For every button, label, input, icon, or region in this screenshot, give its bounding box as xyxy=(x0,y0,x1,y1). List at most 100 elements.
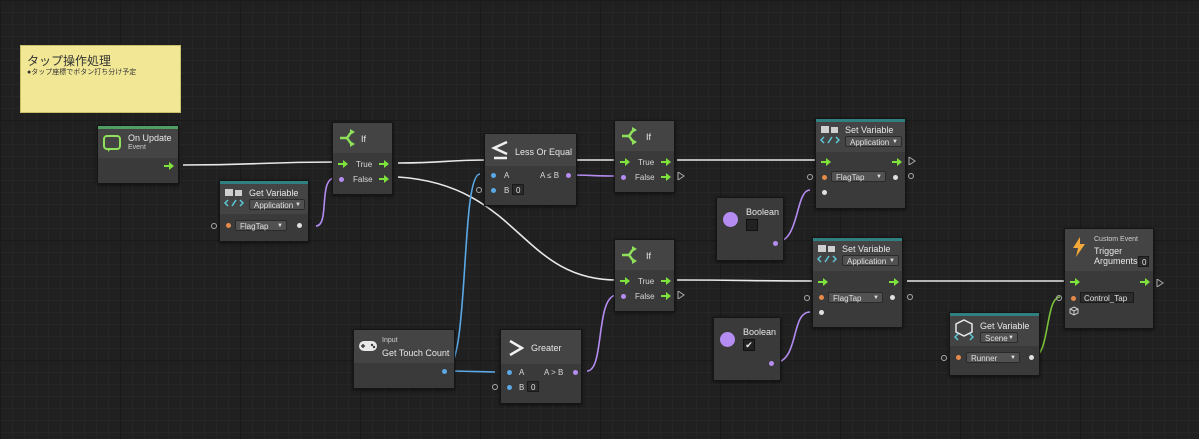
get-touch-count-node[interactable]: Input Get Touch Count xyxy=(353,329,455,389)
string-in-port[interactable] xyxy=(822,175,827,180)
false-label: False xyxy=(635,292,655,301)
unconnected-flow-out[interactable] xyxy=(1156,279,1166,287)
b-in-port[interactable] xyxy=(507,385,512,390)
true-label: True xyxy=(638,277,655,286)
a-in-port[interactable] xyxy=(507,370,512,375)
if-node[interactable]: If True False xyxy=(332,122,393,195)
condition-in-port[interactable] xyxy=(621,175,626,180)
b-value-field[interactable]: 0 xyxy=(527,381,539,392)
a-in-port[interactable] xyxy=(491,173,496,178)
less-or-equal-node[interactable]: Less Or Equal A B 0 A ≤ B xyxy=(476,133,577,206)
true-label: True xyxy=(356,160,373,169)
flow-in-port[interactable] xyxy=(1070,278,1080,286)
port-unconnected[interactable] xyxy=(907,294,913,300)
boolean-node[interactable]: Boolean xyxy=(716,197,784,261)
get-variable-node[interactable]: Get Variable Scene▼ Runner▼ xyxy=(941,312,1040,376)
boolean-icon xyxy=(720,332,735,347)
value-out-port[interactable] xyxy=(1029,355,1034,360)
node-title: Get Touch Count xyxy=(382,348,450,358)
flow-in-port[interactable] xyxy=(821,158,831,166)
variable-name-dropdown[interactable]: FlagTap▼ xyxy=(831,171,886,182)
true-out-port[interactable] xyxy=(379,160,389,168)
scope-dropdown[interactable]: Application▼ xyxy=(842,255,899,266)
port-unconnected[interactable] xyxy=(807,174,813,180)
unconnected-flow-out[interactable] xyxy=(908,157,918,165)
flow-out-port[interactable] xyxy=(1140,278,1150,286)
chevron-down-icon: ▼ xyxy=(889,258,895,264)
on-update-node[interactable]: On Update Event xyxy=(97,125,179,184)
scope-dropdown[interactable]: Application▼ xyxy=(845,136,902,147)
flow-in-port[interactable] xyxy=(818,278,828,286)
string-in-port[interactable] xyxy=(956,355,961,360)
value-out-port[interactable] xyxy=(893,175,898,180)
variable-icon xyxy=(224,189,244,207)
sticky-note[interactable]: タップ操作処理 ●タップ座標でボタン打ち分け予定 xyxy=(20,45,181,113)
port-unconnected[interactable] xyxy=(908,173,914,179)
condition-in-port[interactable] xyxy=(339,177,344,182)
chevron-down-icon: ▼ xyxy=(892,139,898,145)
port-unconnected[interactable] xyxy=(804,295,810,301)
flow-out-port[interactable] xyxy=(892,158,902,166)
value-in-port[interactable] xyxy=(822,190,827,195)
string-in-port[interactable] xyxy=(819,295,824,300)
false-out-port[interactable] xyxy=(661,173,671,181)
flow-wire xyxy=(182,161,338,166)
value-out-port[interactable] xyxy=(890,295,895,300)
result-out-port[interactable] xyxy=(566,173,571,178)
port-unconnected[interactable] xyxy=(211,223,217,229)
if-node[interactable]: If True False xyxy=(614,239,675,312)
flow-out-port[interactable] xyxy=(889,278,899,286)
flow-in-port[interactable] xyxy=(620,277,630,285)
node-title: Set Variable xyxy=(845,125,894,135)
port-unconnected[interactable] xyxy=(492,384,498,390)
variable-icon xyxy=(820,126,840,144)
variable-name-dropdown[interactable]: FlagTap▼ xyxy=(828,292,883,303)
condition-in-port[interactable] xyxy=(621,294,626,299)
string-in-port[interactable] xyxy=(1071,296,1076,301)
flow-in-port[interactable] xyxy=(338,160,348,168)
unconnected-flow-out[interactable] xyxy=(677,172,687,180)
result-out-port[interactable] xyxy=(573,370,578,375)
port-unconnected[interactable] xyxy=(941,355,947,361)
value-out-port[interactable] xyxy=(773,241,778,246)
false-out-port[interactable] xyxy=(661,292,671,300)
flow-in-port[interactable] xyxy=(620,158,630,166)
flow-wire xyxy=(676,279,817,282)
greater-node[interactable]: Greater A B 0 A > B xyxy=(492,329,582,404)
boolean-icon xyxy=(723,212,738,227)
get-variable-node[interactable]: Get Variable Application▼ FlagTap▼ xyxy=(211,180,309,242)
node-title: Get Variable xyxy=(980,321,1030,331)
true-out-port[interactable] xyxy=(661,158,671,166)
chevron-down-icon: ▼ xyxy=(277,223,283,229)
event-name-field[interactable]: Control_Tap xyxy=(1080,292,1134,303)
b-in-port[interactable] xyxy=(491,188,496,193)
b-label: B xyxy=(519,383,525,392)
flow-out-port[interactable] xyxy=(164,162,174,170)
value-in-port[interactable] xyxy=(819,310,824,315)
custom-event-trigger-node[interactable]: Custom Event Trigger Arguments 0 Control… xyxy=(1056,228,1154,329)
if-node[interactable]: If True False xyxy=(614,120,675,193)
port-unconnected[interactable] xyxy=(476,187,482,193)
arguments-count-field[interactable]: 0 xyxy=(1138,256,1149,267)
b-value-field[interactable]: 0 xyxy=(512,184,524,195)
node-title: Set Variable xyxy=(842,244,891,254)
b-label: B xyxy=(504,186,510,195)
unconnected-flow-out[interactable] xyxy=(677,291,687,299)
boolean-checkbox[interactable]: ✔ xyxy=(743,339,755,351)
scope-dropdown[interactable]: Scene▼ xyxy=(980,332,1018,343)
chevron-down-icon: ▼ xyxy=(1010,355,1016,361)
set-variable-node[interactable]: Set Variable Application▼ FlagTap▼ xyxy=(804,237,903,328)
value-out-port[interactable] xyxy=(769,361,774,366)
variable-name-dropdown[interactable]: Runner▼ xyxy=(966,352,1020,363)
variable-name-dropdown[interactable]: FlagTap▼ xyxy=(235,220,287,231)
string-in-port[interactable] xyxy=(226,223,231,228)
false-out-port[interactable] xyxy=(379,175,389,183)
port-unconnected[interactable] xyxy=(1056,295,1062,301)
value-out-port[interactable] xyxy=(297,223,302,228)
true-out-port[interactable] xyxy=(661,277,671,285)
scope-dropdown[interactable]: Application▼ xyxy=(249,199,305,210)
count-out-port[interactable] xyxy=(442,369,447,374)
boolean-checkbox[interactable] xyxy=(746,219,758,231)
boolean-node[interactable]: Boolean ✔ xyxy=(713,317,781,381)
set-variable-node[interactable]: Set Variable Application▼ FlagTap▼ xyxy=(807,118,906,209)
